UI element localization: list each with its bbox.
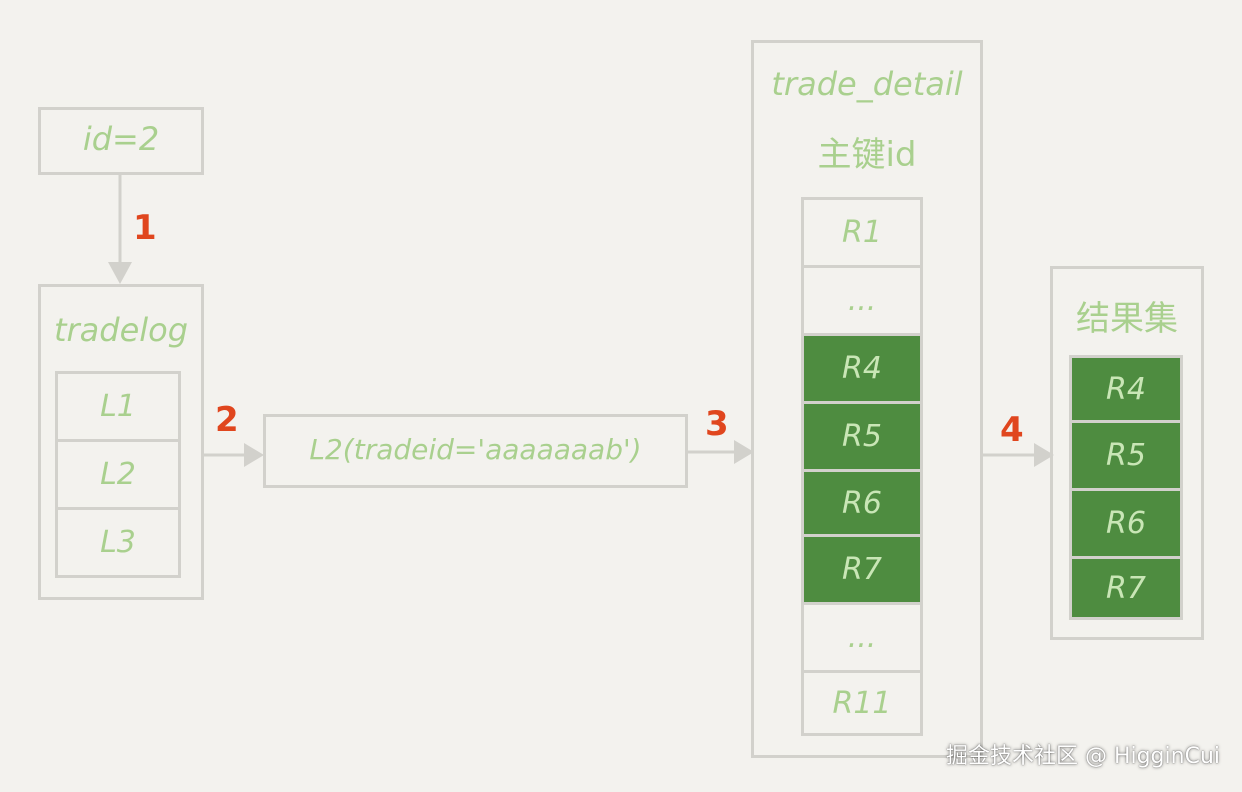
step-3-label: 3 bbox=[705, 404, 729, 444]
arrow-2-head bbox=[244, 443, 264, 467]
trade-detail-row-highlighted: R6 bbox=[801, 469, 923, 537]
query-label: id=2 bbox=[82, 120, 160, 158]
result-row: R6 bbox=[1069, 488, 1183, 559]
tradelog-row: L3 bbox=[55, 507, 181, 578]
trade-detail-row-highlighted: R4 bbox=[801, 333, 923, 404]
arrow-1-head bbox=[108, 262, 132, 284]
tradelog-row: L1 bbox=[55, 371, 181, 442]
trade-detail-row-highlighted: R7 bbox=[801, 534, 923, 605]
step-1-label: 1 bbox=[133, 208, 157, 248]
lookup-box: L2(tradeid='aaaaaaab') bbox=[263, 414, 688, 488]
step-4-label: 4 bbox=[1000, 410, 1024, 450]
result-row: R4 bbox=[1069, 355, 1183, 423]
result-title: 结果集 bbox=[1076, 299, 1178, 339]
trade-detail-row: R11 bbox=[801, 670, 923, 736]
result-row: R5 bbox=[1069, 420, 1183, 491]
lookup-label: L2(tradeid='aaaaaaab') bbox=[309, 433, 642, 466]
trade-detail-row: R1 bbox=[801, 197, 923, 268]
tradelog-title: tradelog bbox=[53, 311, 189, 349]
tradelog-row: L2 bbox=[55, 439, 181, 510]
arrow-3-head bbox=[734, 440, 754, 464]
trade-detail-subtitle: 主键id bbox=[817, 135, 917, 175]
trade-detail-row-highlighted: R5 bbox=[801, 401, 923, 472]
watermark-text: 掘金技术社区 @ HigginCui bbox=[945, 744, 1220, 769]
query-box: id=2 bbox=[38, 107, 204, 175]
result-box: 结果集 bbox=[1050, 266, 1204, 640]
tradelog-box: tradelog bbox=[38, 284, 204, 600]
result-row: R7 bbox=[1069, 556, 1183, 620]
step-2-label: 2 bbox=[215, 400, 239, 440]
trade-detail-box: trade_detail 主键id bbox=[751, 40, 983, 758]
trade-detail-row: ... bbox=[801, 265, 923, 336]
arrow-4-head bbox=[1034, 443, 1054, 467]
trade-detail-row: ... bbox=[801, 602, 923, 673]
trade-detail-title: trade_detail bbox=[771, 65, 963, 103]
